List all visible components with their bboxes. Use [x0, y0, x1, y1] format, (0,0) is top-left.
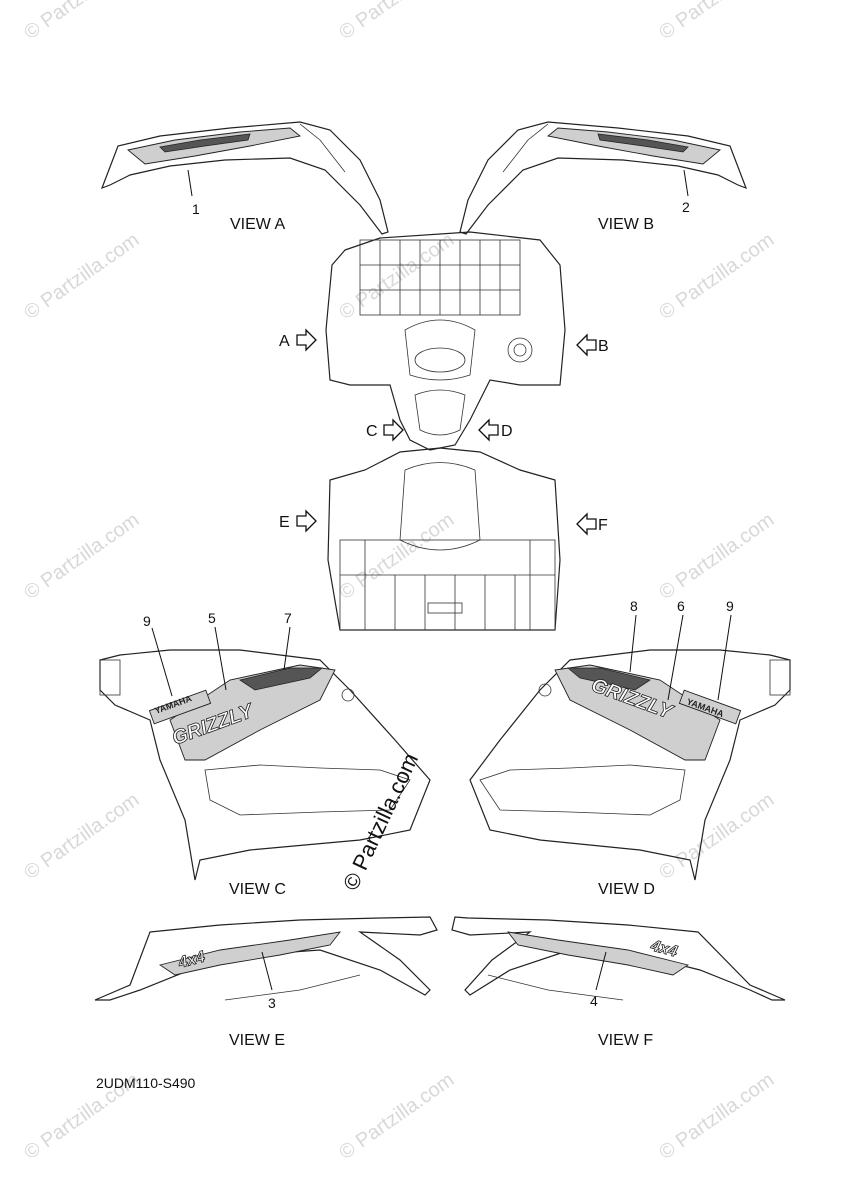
direction-arrow-icon [383, 418, 404, 442]
watermark: © Partzilla.com [20, 229, 143, 324]
watermark: © Partzilla.com [20, 789, 143, 884]
view-label: VIEW C [229, 881, 286, 898]
callout-number: 7 [284, 610, 292, 626]
callout-number: 9 [143, 613, 151, 629]
watermark: © Partzilla.com [20, 0, 143, 44]
view-d-illustration: YAMAHA GRIZZLY 8 6 9 [469, 598, 791, 881]
view-c-illustration: YAMAHA GRIZZLY 9 5 7 [99, 610, 431, 881]
direction-letter: E [279, 514, 290, 531]
callout-number: 2 [682, 199, 690, 215]
direction-arrow-icon [576, 333, 597, 357]
watermark: © Partzilla.com [335, 509, 458, 604]
watermark: © Partzilla.com [655, 509, 778, 604]
watermark: © Partzilla.com [655, 229, 778, 324]
view-a-illustration: 1 [100, 121, 389, 235]
direction-arrow-icon [296, 328, 317, 352]
direction-letter: C [366, 423, 378, 440]
callout-number: 3 [268, 995, 276, 1011]
watermark: © Partzilla.com [20, 509, 143, 604]
watermark: © Partzilla.com [655, 0, 778, 44]
view-f-illustration: 4x4 4 [451, 916, 786, 1009]
direction-arrow-icon [296, 509, 317, 533]
view-b-illustration: 2 [459, 121, 748, 235]
direction-arrow-icon [478, 418, 499, 442]
direction-letter: B [598, 338, 609, 355]
watermark: © Partzilla.com [335, 0, 458, 44]
view-e-illustration: 4x4 3 [94, 916, 438, 1011]
callout-number: 6 [677, 598, 685, 614]
view-label: VIEW F [598, 1032, 653, 1049]
callout-number: 4 [590, 993, 598, 1009]
callout-number: 8 [630, 598, 638, 614]
view-label: VIEW B [598, 216, 654, 233]
callout-number: 5 [208, 610, 216, 626]
watermark: © Partzilla.com [338, 749, 423, 894]
atv-top-view-illustration [325, 231, 566, 631]
view-label: VIEW D [598, 881, 655, 898]
callout-number: 9 [726, 598, 734, 614]
diagram-code: 2UDM110-S490 [96, 1075, 196, 1091]
direction-letter: F [598, 517, 608, 534]
callout-number: 1 [192, 201, 200, 217]
view-label: VIEW E [229, 1032, 285, 1049]
watermark: © Partzilla.com [655, 1069, 778, 1164]
direction-letter: D [501, 423, 513, 440]
direction-arrow-icon [576, 512, 597, 536]
view-label: VIEW A [230, 216, 285, 233]
watermark: © Partzilla.com [335, 1069, 458, 1164]
direction-letter: A [279, 333, 290, 350]
direction-arrows: A B C D E F [279, 328, 609, 536]
